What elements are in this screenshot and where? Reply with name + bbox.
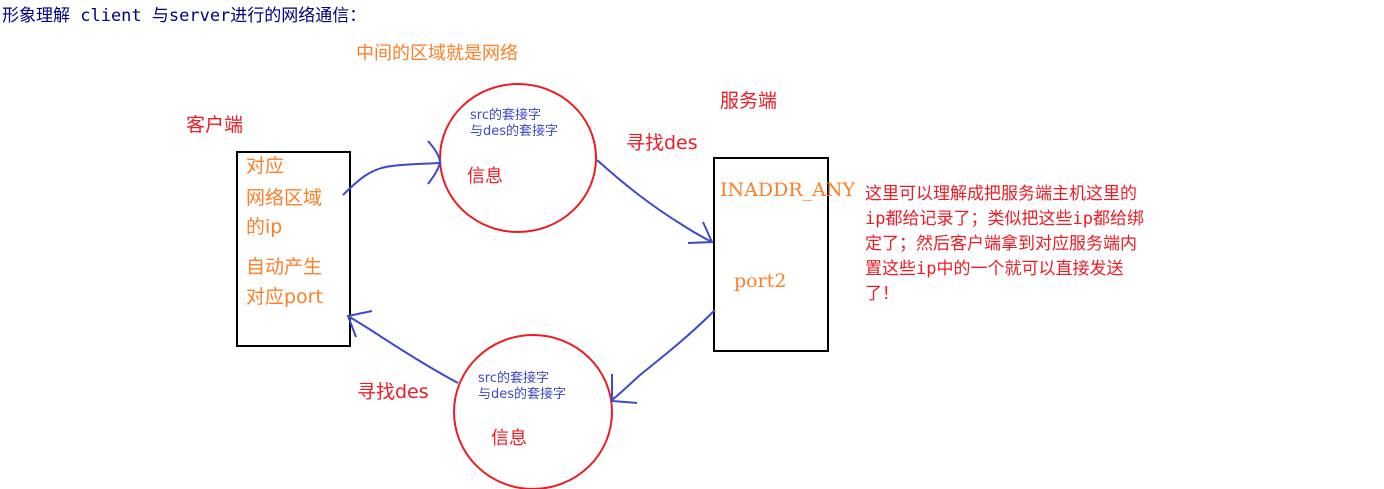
note-line-3: 定了；然后客户端拿到对应服务端内 bbox=[865, 234, 1137, 254]
server-port: port2 bbox=[734, 270, 787, 292]
top-socket-line-1: src的套接字 bbox=[470, 108, 541, 123]
note-line-4: 置这些ip中的一个就可以直接发送 bbox=[865, 259, 1124, 279]
server-box bbox=[713, 157, 829, 352]
server-address: INADDR_ANY bbox=[720, 179, 856, 201]
bottom-packet-sockets: src的套接字 与des的套接字 bbox=[478, 371, 566, 404]
top-packet-circle bbox=[439, 83, 597, 233]
explanation-note: 这里可以理解成把服务端主机这里的 ip都给记录了；类似把这些ip都给绑 定了；然… bbox=[865, 182, 1265, 307]
arrowhead-server-to-network bbox=[611, 374, 638, 404]
client-line-5: 对应port bbox=[246, 286, 323, 308]
client-line-2: 网络区域 bbox=[246, 187, 323, 209]
client-line-4: 自动产生 bbox=[246, 256, 323, 278]
note-line-5: 了！ bbox=[865, 284, 899, 304]
top-packet-sockets: src的套接字 与des的套接字 bbox=[470, 108, 558, 141]
page-title: 形象理解 client 与server进行的网络通信： bbox=[2, 6, 367, 26]
top-packet-info: 信息 bbox=[467, 166, 503, 187]
arrow-server-to-network bbox=[611, 309, 716, 401]
bottom-socket-line-1: src的套接字 bbox=[478, 371, 549, 386]
client-heading: 客户端 bbox=[186, 114, 244, 136]
note-line-2: ip都给记录了；类似把这些ip都给绑 bbox=[865, 209, 1144, 229]
arrowhead-network-to-server bbox=[687, 221, 714, 244]
arrowhead-client-to-network bbox=[427, 140, 442, 185]
find-des-top: 寻找des bbox=[626, 132, 698, 154]
bottom-packet-circle bbox=[453, 334, 613, 489]
server-heading: 服务端 bbox=[720, 90, 778, 112]
network-label: 中间的区域就是网络 bbox=[356, 43, 518, 64]
client-box bbox=[236, 151, 351, 347]
find-des-bottom: 寻找des bbox=[357, 381, 429, 403]
bottom-packet-info: 信息 bbox=[491, 428, 527, 449]
top-socket-line-2: 与des的套接字 bbox=[470, 124, 559, 140]
note-line-1: 这里可以理解成把服务端主机这里的 bbox=[865, 184, 1137, 204]
bottom-socket-line-2: 与des的套接字 bbox=[478, 387, 567, 403]
arrowhead-network-to-client bbox=[346, 310, 373, 338]
arrow-client-to-network bbox=[342, 162, 441, 196]
client-line-1: 对应 bbox=[246, 155, 285, 177]
client-line-3: 的ip bbox=[246, 216, 283, 238]
arrow-network-to-server bbox=[596, 159, 713, 243]
arrow-network-to-client bbox=[347, 315, 459, 384]
